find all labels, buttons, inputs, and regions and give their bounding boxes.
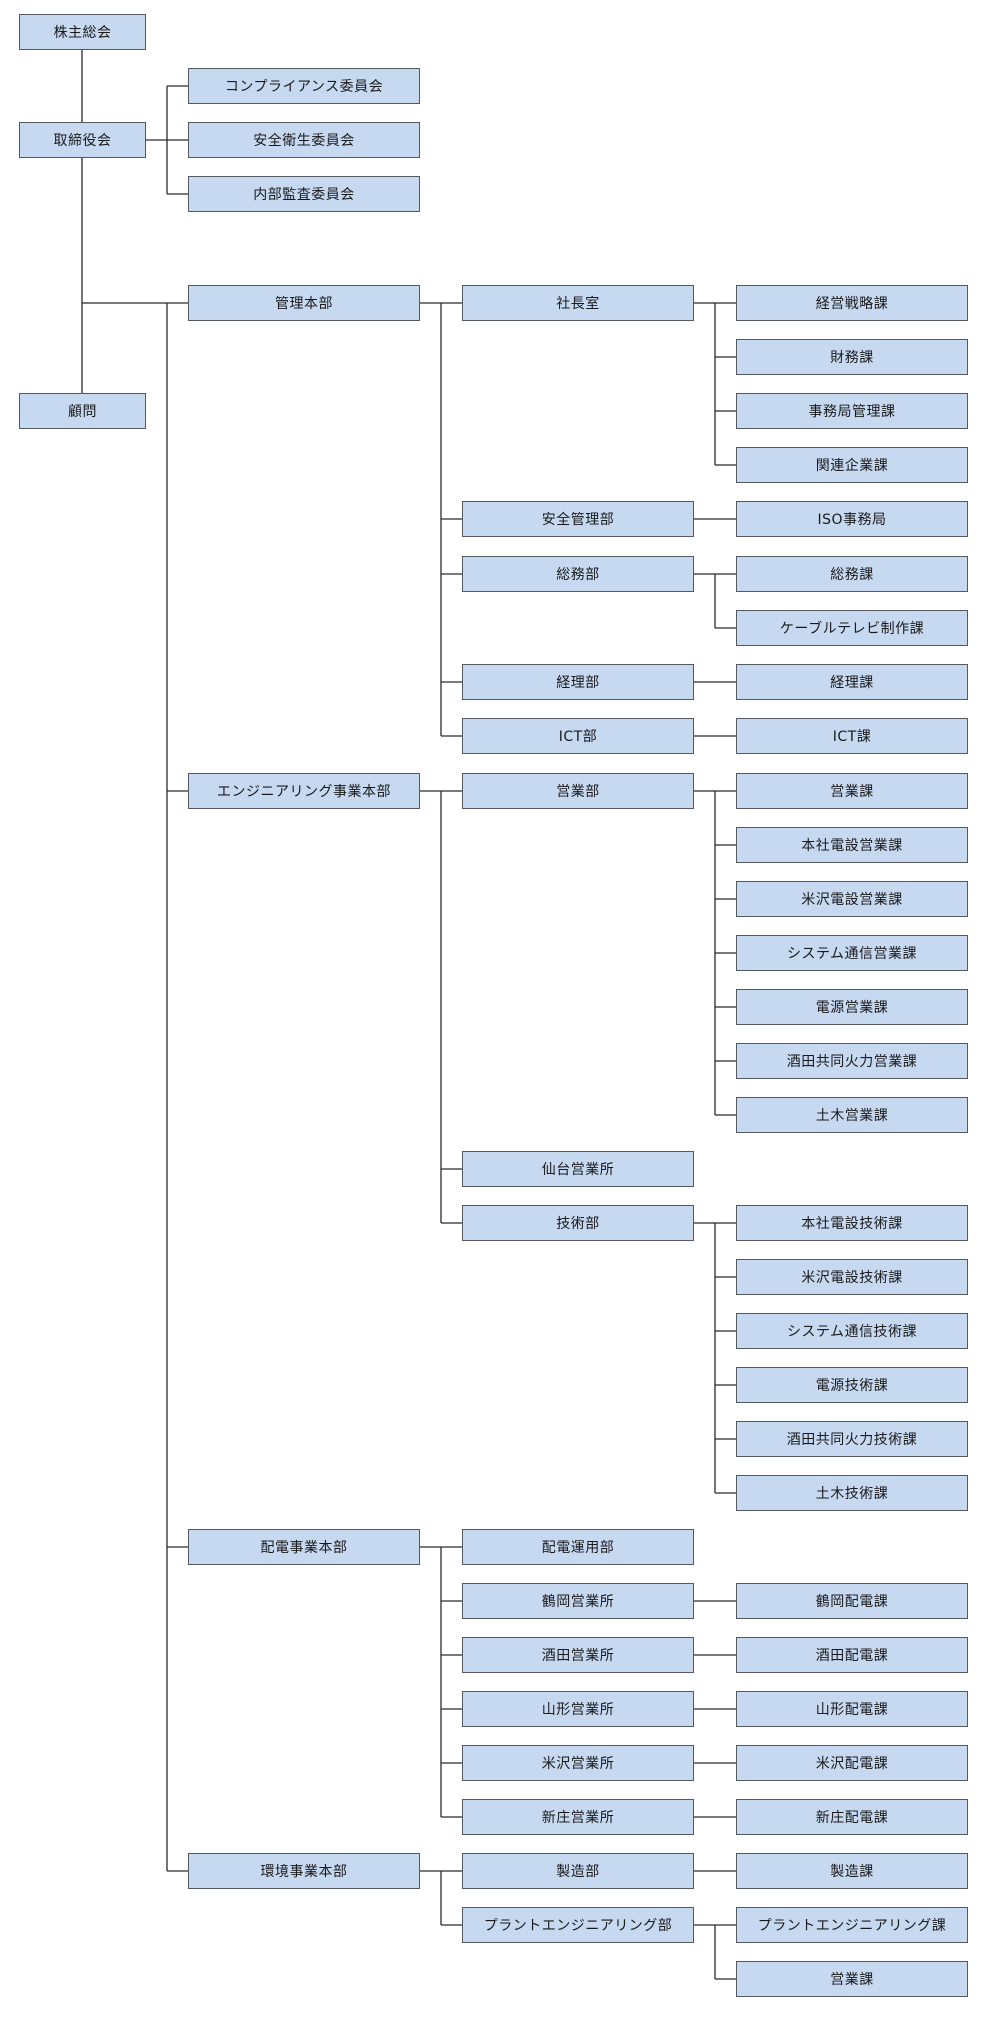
manufacturing-section-box: 製造課 <box>736 1853 968 1889</box>
iso-secretariat-box: ISO事務局 <box>736 501 968 537</box>
president-office-box: 社長室 <box>462 285 694 321</box>
ict-section-box: ICT課 <box>736 718 968 754</box>
safety-management-dept-box: 安全管理部 <box>462 501 694 537</box>
accounting-section-box: 経理課 <box>736 664 968 700</box>
advisor-box: 顧問 <box>19 393 146 429</box>
cable-tv-section-box: ケーブルテレビ制作課 <box>736 610 968 646</box>
hq-environment-box: 環境事業本部 <box>188 1853 420 1889</box>
civil-tech-section-box: 土木技術課 <box>736 1475 968 1511</box>
manufacturing-dept-box: 製造部 <box>462 1853 694 1889</box>
strategy-section-box: 経営戦略課 <box>736 285 968 321</box>
yonezawa-distribution-section-box: 米沢配電課 <box>736 1745 968 1781</box>
distribution-operation-dept-box: 配電運用部 <box>462 1529 694 1565</box>
secretariat-section-box: 事務局管理課 <box>736 393 968 429</box>
hq-electrical-sales-section-box: 本社電設営業課 <box>736 827 968 863</box>
sakata-office-box: 酒田営業所 <box>462 1637 694 1673</box>
hq-engineering-box: エンジニアリング事業本部 <box>188 773 420 809</box>
plant-engineering-section-box: プラントエンジニアリング課 <box>736 1907 968 1943</box>
plant-sales-section-box: 営業課 <box>736 1961 968 1997</box>
hq-admin-box: 管理本部 <box>188 285 420 321</box>
yonezawa-office-box: 米沢営業所 <box>462 1745 694 1781</box>
yonezawa-electrical-sales-section-box: 米沢電設営業課 <box>736 881 968 917</box>
sales-dept-box: 営業部 <box>462 773 694 809</box>
board-of-directors-box: 取締役会 <box>19 122 146 158</box>
shinjo-office-box: 新庄営業所 <box>462 1799 694 1835</box>
finance-section-box: 財務課 <box>736 339 968 375</box>
power-source-tech-section-box: 電源技術課 <box>736 1367 968 1403</box>
general-affairs-section-box: 総務課 <box>736 556 968 592</box>
general-affairs-dept-box: 総務部 <box>462 556 694 592</box>
hq-electrical-tech-section-box: 本社電設技術課 <box>736 1205 968 1241</box>
power-source-sales-section-box: 電源営業課 <box>736 989 968 1025</box>
affiliates-section-box: 関連企業課 <box>736 447 968 483</box>
compliance-committee-box: コンプライアンス委員会 <box>188 68 420 104</box>
accounting-dept-box: 経理部 <box>462 664 694 700</box>
internal-audit-committee-box: 内部監査委員会 <box>188 176 420 212</box>
sales-section-box: 営業課 <box>736 773 968 809</box>
plant-engineering-dept-box: プラントエンジニアリング部 <box>462 1907 694 1943</box>
shinjo-distribution-section-box: 新庄配電課 <box>736 1799 968 1835</box>
sakata-thermal-tech-section-box: 酒田共同火力技術課 <box>736 1421 968 1457</box>
system-comm-tech-section-box: システム通信技術課 <box>736 1313 968 1349</box>
shareholders-meeting-box: 株主総会 <box>19 14 146 50</box>
sendai-office-box: 仙台営業所 <box>462 1151 694 1187</box>
tsuruoka-distribution-section-box: 鶴岡配電課 <box>736 1583 968 1619</box>
sakata-distribution-section-box: 酒田配電課 <box>736 1637 968 1673</box>
yamagata-office-box: 山形営業所 <box>462 1691 694 1727</box>
hq-power-distribution-box: 配電事業本部 <box>188 1529 420 1565</box>
yamagata-distribution-section-box: 山形配電課 <box>736 1691 968 1727</box>
technical-dept-box: 技術部 <box>462 1205 694 1241</box>
tsuruoka-office-box: 鶴岡営業所 <box>462 1583 694 1619</box>
sakata-thermal-sales-section-box: 酒田共同火力営業課 <box>736 1043 968 1079</box>
safety-health-committee-box: 安全衛生委員会 <box>188 122 420 158</box>
ict-dept-box: ICT部 <box>462 718 694 754</box>
yonezawa-electrical-tech-section-box: 米沢電設技術課 <box>736 1259 968 1295</box>
system-comm-sales-section-box: システム通信営業課 <box>736 935 968 971</box>
civil-sales-section-box: 土木営業課 <box>736 1097 968 1133</box>
